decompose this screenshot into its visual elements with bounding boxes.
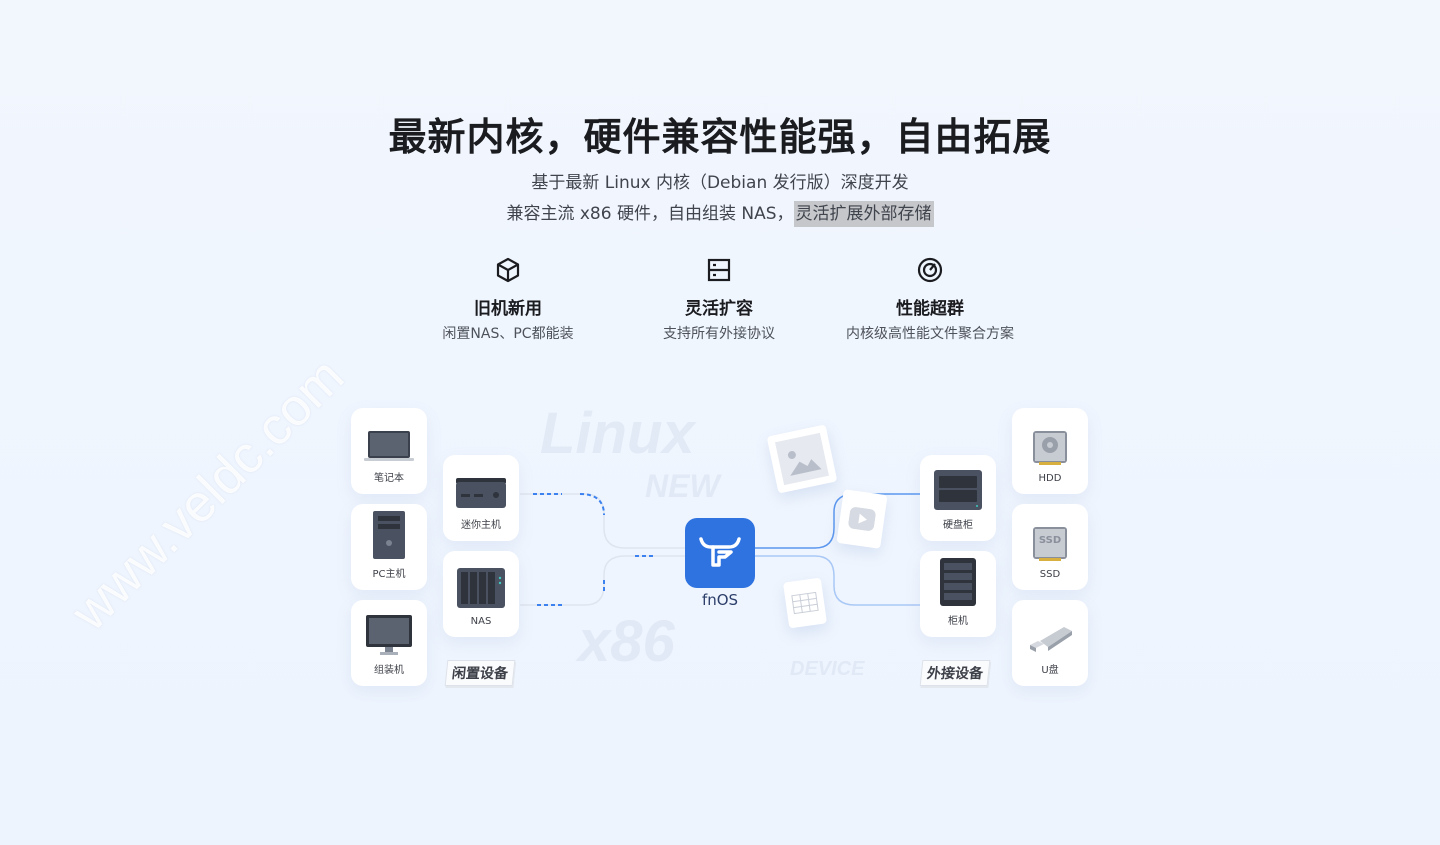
server-icon: [707, 258, 731, 282]
device-label: SSD: [1039, 569, 1061, 580]
bull-logo-icon: [699, 537, 741, 567]
ghost-word: NEW: [645, 468, 720, 504]
ghost-word: x86: [578, 609, 675, 674]
device-label: 柜机: [948, 616, 968, 627]
device-label: 笔记本: [374, 473, 404, 484]
hdd-icon: [1033, 431, 1067, 465]
device-card-pc: PC主机: [351, 504, 427, 590]
device-label: 硬盘柜: [943, 520, 973, 531]
subtitle-line-1: 基于最新 Linux 内核（Debian 发行版）深度开发: [531, 173, 909, 193]
feature-title: 旧机新用: [474, 299, 542, 319]
device-label: 组装机: [374, 665, 404, 676]
device-card-mini-pc: 迷你主机: [443, 455, 519, 541]
mini-pc-icon: [456, 478, 506, 508]
feature-expansion: 灵活扩容 支持所有外接协议: [609, 256, 829, 343]
subtitle-line-2: 兼容主流 x86 硬件，自由组装 NAS，灵活扩展外部存储: [0, 199, 1440, 227]
spreadsheet-file-card: [782, 577, 828, 629]
ghost-word: Linux: [540, 401, 695, 466]
image-file-card: [766, 424, 838, 494]
ssd-chip-text: SSD: [1038, 535, 1062, 546]
fnos-label: fnOS: [701, 591, 739, 609]
laptop-icon: [364, 431, 414, 461]
video-play-icon: [848, 507, 876, 531]
feature-desc: 闲置NAS、PC都能装: [442, 326, 574, 342]
usb-drive-icon: [1030, 627, 1072, 652]
storage-card-usb: U盘: [1012, 600, 1088, 686]
device-card-custom-pc: 组装机: [351, 600, 427, 686]
pc-tower-icon: [373, 511, 405, 559]
device-card-disk-enclosure: 硬盘柜: [920, 455, 996, 541]
video-file-card: [836, 489, 888, 549]
device-label: U盘: [1041, 665, 1059, 676]
idle-devices-tag: 闲置设备: [444, 660, 516, 686]
cube-icon: [496, 257, 520, 283]
server-cabinet-icon: [940, 558, 976, 606]
device-label: HDD: [1038, 473, 1062, 484]
spreadsheet-icon: [791, 591, 819, 615]
feature-title: 性能超群: [896, 299, 964, 319]
subtitle-highlight: 灵活扩展外部存储: [793, 201, 934, 227]
external-devices-tag: 外接设备: [919, 660, 991, 686]
device-card-nas: NAS: [443, 551, 519, 637]
fnos-logo: [685, 518, 755, 588]
feature-desc: 内核级高性能文件聚合方案: [846, 326, 1014, 342]
device-label: 迷你主机: [461, 520, 501, 531]
device-label: NAS: [470, 616, 492, 627]
subtitle-text: 兼容主流 x86 硬件，自由组装 NAS，: [506, 204, 794, 224]
monitor-icon: [366, 615, 412, 655]
device-card-laptop: 笔记本: [351, 408, 427, 494]
speedometer-icon: [917, 257, 943, 283]
storage-card-hdd: HDD: [1012, 408, 1088, 494]
device-label: PC主机: [372, 569, 406, 580]
feature-title: 灵活扩容: [685, 299, 753, 319]
ssd-icon: SSD: [1033, 527, 1067, 563]
storage-card-ssd: SSD SSD: [1012, 504, 1088, 590]
device-card-cabinet: 柜机: [920, 551, 996, 637]
nas-icon: [457, 568, 505, 608]
disk-enclosure-icon: [934, 470, 982, 510]
feature-old-machine: 旧机新用 闲置NAS、PC都能装: [398, 256, 618, 343]
image-icon: [774, 432, 830, 486]
feature-performance: 性能超群 内核级高性能文件聚合方案: [820, 256, 1040, 343]
feature-desc: 支持所有外接协议: [663, 326, 775, 342]
ghost-word: DEVICE: [790, 658, 865, 680]
page-title: 最新内核，硬件兼容性能强，自由拓展: [388, 115, 1052, 159]
